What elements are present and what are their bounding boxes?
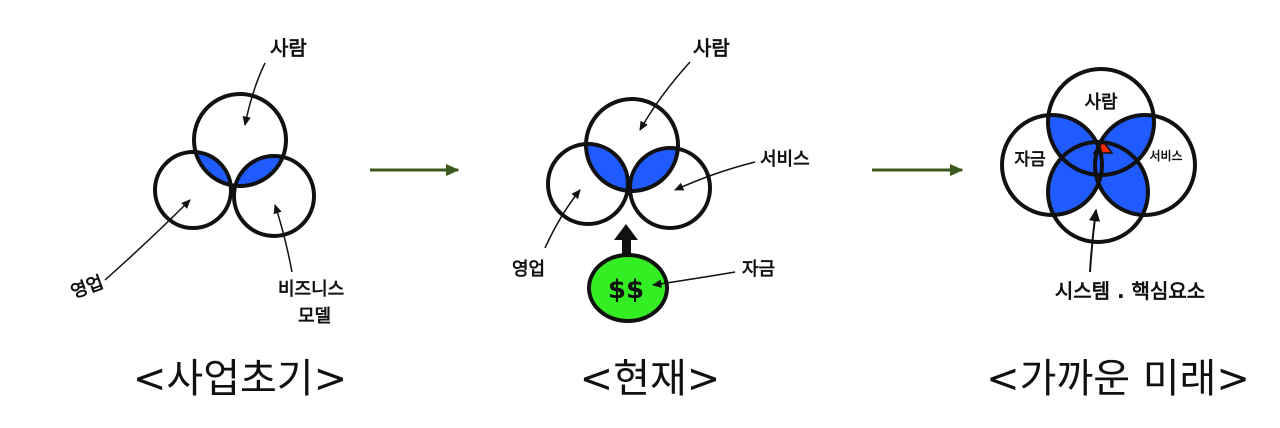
- circle-sales: [546, 142, 630, 226]
- money-circle: [587, 253, 669, 323]
- circle-people: [192, 92, 288, 188]
- stage-early: 사람 영업 비즈니스 모델 <사업초기>: [68, 36, 347, 402]
- stage-near-future: 사람 자금 서비스 시스템 . 핵심요소 <가까운 미래>: [986, 67, 1250, 402]
- label-sales: 영업: [512, 259, 545, 280]
- circle-sales: [153, 150, 233, 230]
- circle-service: [628, 146, 712, 230]
- caption-near-future: <가까운 미래>: [986, 356, 1250, 402]
- circle-bizmodel: [232, 154, 316, 238]
- label-bizmodel-1: 비즈니스: [278, 279, 344, 300]
- venn-early: [153, 92, 316, 238]
- label-core: 시스템 . 핵심요소: [1055, 279, 1205, 303]
- label-people: 사람: [1084, 92, 1118, 113]
- label-bizmodel-2: 모델: [298, 306, 331, 327]
- caption-current: <현재>: [580, 356, 721, 402]
- label-sales: 영업: [68, 272, 106, 303]
- stage-current: 사람 서비스 영업 $$ 자금 <현재>: [512, 36, 810, 402]
- venn-current: [546, 97, 712, 230]
- label-people: 사람: [693, 36, 730, 60]
- money-symbol: $$: [608, 275, 644, 305]
- label-funding: 자금: [742, 259, 775, 280]
- label-funding: 자금: [1014, 150, 1046, 170]
- circle-sales: [1046, 140, 1150, 244]
- caption-early: <사업초기>: [133, 356, 347, 402]
- label-service: 서비스: [1149, 148, 1182, 163]
- funding-up-arrow: [614, 224, 638, 255]
- circle-service: [1093, 113, 1197, 217]
- label-service: 서비스: [760, 149, 810, 170]
- label-people: 사람: [270, 36, 307, 60]
